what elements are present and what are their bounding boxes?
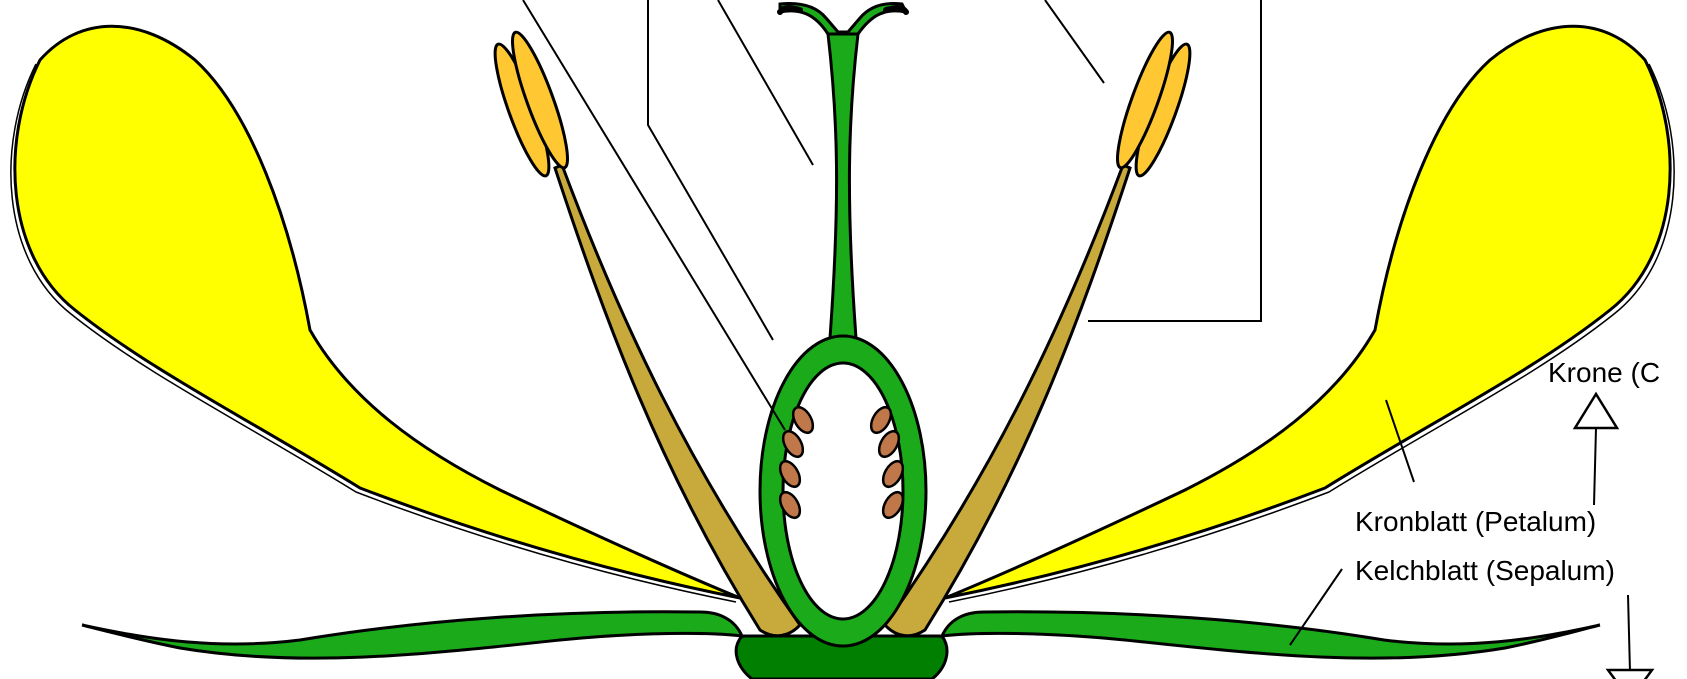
leader-line bbox=[1045, 0, 1104, 83]
filament-right bbox=[885, 165, 1130, 636]
sepal-right bbox=[942, 612, 1600, 658]
leader-line bbox=[1628, 595, 1630, 672]
arrow-up-icon bbox=[1575, 394, 1617, 428]
label-krone: Krone (C bbox=[1548, 357, 1660, 388]
filament-left bbox=[555, 165, 800, 636]
leader-line bbox=[523, 0, 785, 430]
stigma-tips bbox=[780, 8, 906, 12]
label-kelchblatt: Kelchblatt (Sepalum) bbox=[1355, 555, 1615, 586]
leader-line bbox=[1088, 0, 1261, 321]
ovary-cavity bbox=[783, 363, 903, 619]
leader-line bbox=[1594, 428, 1596, 505]
pistil bbox=[760, 4, 926, 646]
leader-line bbox=[648, 0, 773, 340]
leader-line bbox=[718, 0, 813, 165]
style bbox=[828, 34, 858, 338]
arrow-down-icon bbox=[1608, 670, 1652, 679]
sepal-left bbox=[82, 612, 742, 658]
petal-left bbox=[15, 26, 740, 598]
label-kronblatt: Kronblatt (Petalum) bbox=[1355, 506, 1596, 537]
